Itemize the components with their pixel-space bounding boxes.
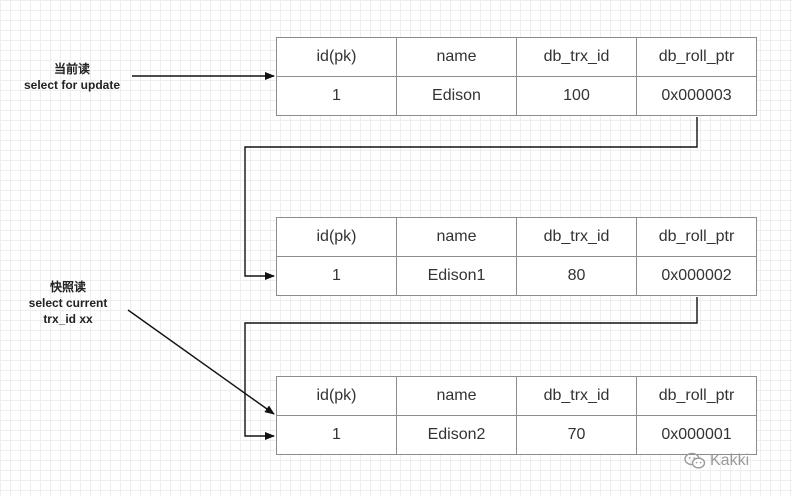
cell-roll-ptr: 0x000003	[636, 76, 757, 116]
cell-roll-ptr: 0x000002	[636, 256, 757, 296]
cell-name: Edison	[396, 76, 517, 116]
snapshot-read-query: select current	[28, 296, 108, 310]
watermark: Kakki	[684, 452, 749, 470]
version-table-1: id(pk) name db_trx_id db_roll_ptr 1 Edis…	[276, 37, 757, 116]
cell-id: 1	[276, 256, 397, 296]
header-cell-trx-id: db_trx_id	[516, 217, 637, 257]
table-row: 1 Edison1 80 0x000002	[276, 256, 757, 296]
snapshot-read-title: 快照读	[49, 280, 86, 294]
header-cell-name: name	[396, 217, 517, 257]
cell-trx-id: 80	[516, 256, 637, 296]
wechat-icon	[684, 452, 706, 469]
roll-ptr-connector-1	[244, 117, 698, 280]
cell-name: Edison1	[396, 256, 517, 296]
current-read-title: 当前读	[53, 62, 90, 76]
cell-roll-ptr: 0x000001	[636, 415, 757, 455]
header-cell-trx-id: db_trx_id	[516, 376, 637, 416]
version-table-3: id(pk) name db_trx_id db_roll_ptr 1 Edis…	[276, 376, 757, 455]
header-cell-id: id(pk)	[276, 217, 397, 257]
cell-trx-id: 100	[516, 76, 637, 116]
header-cell-roll-ptr: db_roll_ptr	[636, 37, 757, 77]
header-cell-roll-ptr: db_roll_ptr	[636, 376, 757, 416]
table-header-row: id(pk) name db_trx_id db_roll_ptr	[276, 217, 757, 257]
cell-trx-id: 70	[516, 415, 637, 455]
cell-id: 1	[276, 415, 397, 455]
table-header-row: id(pk) name db_trx_id db_roll_ptr	[276, 376, 757, 416]
snapshot-read-arrow	[127, 309, 275, 415]
snapshot-read-label: 快照读 select current trx_id xx	[8, 279, 128, 327]
table-header-row: id(pk) name db_trx_id db_roll_ptr	[276, 37, 757, 77]
cell-id: 1	[276, 76, 397, 116]
roll-ptr-connector-2	[244, 297, 698, 440]
table-row: 1 Edison 100 0x000003	[276, 76, 757, 116]
header-cell-name: name	[396, 37, 517, 77]
current-read-label: 当前读 select for update	[10, 61, 134, 93]
version-table-2: id(pk) name db_trx_id db_roll_ptr 1 Edis…	[276, 217, 757, 296]
snapshot-read-trx: trx_id xx	[43, 312, 93, 326]
cell-name: Edison2	[396, 415, 517, 455]
header-cell-id: id(pk)	[276, 376, 397, 416]
table-row: 1 Edison2 70 0x000001	[276, 415, 757, 455]
current-read-query: select for update	[23, 78, 121, 92]
watermark-text: Kakki	[710, 452, 750, 469]
header-cell-name: name	[396, 376, 517, 416]
header-cell-trx-id: db_trx_id	[516, 37, 637, 77]
header-cell-roll-ptr: db_roll_ptr	[636, 217, 757, 257]
header-cell-id: id(pk)	[276, 37, 397, 77]
